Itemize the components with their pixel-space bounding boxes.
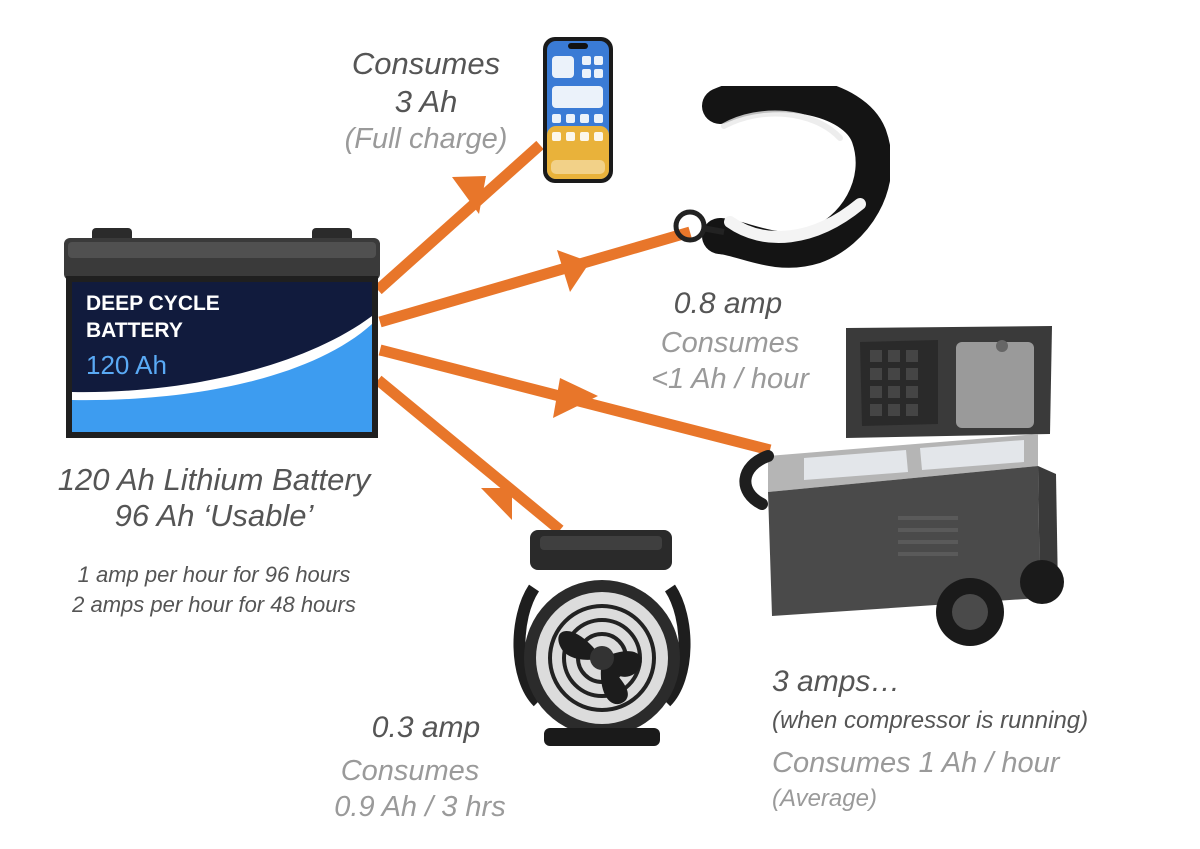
arrowhead-fan <box>481 488 512 520</box>
arrow-to-light <box>378 226 692 328</box>
phone-ah-label: 3 Ah <box>394 84 458 119</box>
arrowhead-fridge <box>553 378 598 418</box>
battery-image <box>64 228 380 438</box>
light-consumes-label: Consumes <box>660 327 800 359</box>
portable-fridge-icon <box>739 326 1064 646</box>
fridge-note-label: (when compressor is running) <box>772 707 1089 734</box>
arrow-to-phone <box>374 140 544 295</box>
phone-consumes-label: Consumes <box>351 46 501 81</box>
smartphone-icon <box>543 37 613 183</box>
fan-amps-label: 0.3 amp <box>371 711 481 744</box>
arrow-to-fan <box>374 375 564 535</box>
battery-caption-line1: 120 Ah Lithium Battery <box>57 462 371 497</box>
battery-brand-label: DEEP CYCLE BATTERY <box>86 290 220 344</box>
battery-brand-line1: DEEP CYCLE <box>86 292 220 315</box>
fridge-amps-label: 3 amps… <box>772 665 901 698</box>
light-amps-label: 0.8 amp <box>673 287 783 320</box>
fridge-average-label: (Average) <box>772 785 877 812</box>
arrowhead-light <box>557 250 590 292</box>
battery-brand-line2: BATTERY <box>86 319 183 342</box>
battery-caption-line2: 96 Ah ‘Usable’ <box>114 498 314 533</box>
led-light-strip-icon <box>673 86 890 268</box>
fan-consumes-label: Consumes <box>340 755 480 787</box>
battery-runtime-line1: 1 amp per hour for 96 hours <box>77 562 351 587</box>
battery-capacity-label: 120 Ah <box>86 350 167 380</box>
light-ah-label: <1 Ah / hour <box>651 363 809 395</box>
battery-runtime-line2: 2 amps per hour for 48 hours <box>72 592 356 617</box>
fan-icon <box>513 530 691 746</box>
phone-note-label: (Full charge) <box>344 123 508 155</box>
fridge-consumes-label: Consumes 1 Ah / hour <box>772 747 1060 779</box>
fan-ah-label: 0.9 Ah / 3 hrs <box>334 791 506 823</box>
arrowhead-phone <box>452 176 486 214</box>
